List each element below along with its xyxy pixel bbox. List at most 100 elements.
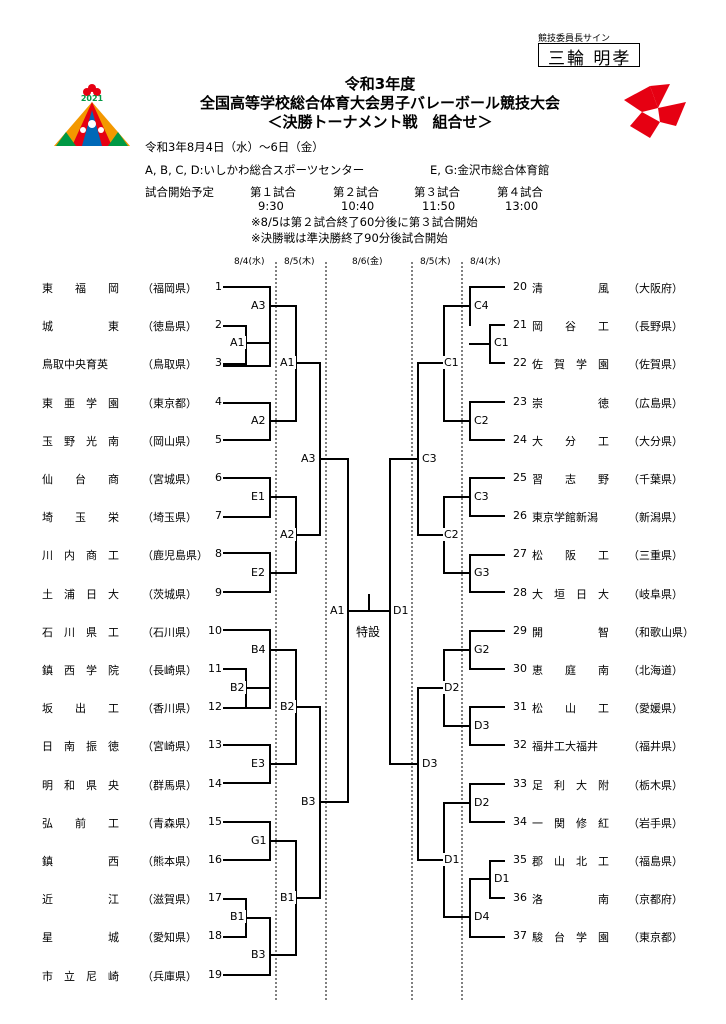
- team-pref: （大阪府）: [628, 282, 683, 295]
- match-code: C2: [443, 528, 460, 541]
- team-name: 日 南 振 徳: [42, 740, 119, 754]
- team-pref: （宮城県）: [142, 473, 197, 486]
- team-number: 5: [215, 432, 222, 446]
- team-number: 7: [215, 509, 222, 523]
- team-pref: （栃木県）: [628, 778, 683, 792]
- team-pref: （岩手県）: [628, 816, 683, 830]
- team-number: 20: [513, 280, 527, 293]
- match-code: B4: [250, 643, 267, 656]
- team-pref: （茨城県）: [142, 587, 197, 601]
- match-code: B1: [229, 910, 246, 923]
- info-venue2: E, G:金沢市総合体育館: [430, 163, 550, 177]
- match-code: A1: [329, 604, 346, 617]
- team-number: 35: [513, 853, 527, 866]
- team-pref: （青森県）: [142, 816, 197, 830]
- team-name: 大 垣 日 大: [532, 587, 609, 601]
- team-pref: （愛媛県）: [628, 702, 683, 716]
- team-number: 9: [215, 585, 222, 599]
- team-name: 恵 庭 南: [532, 664, 609, 677]
- match1-label: 第１試合: [250, 185, 296, 199]
- signature-name: 三輪 明孝: [548, 49, 632, 69]
- match-code: A3: [250, 299, 267, 312]
- team-number: 16: [208, 853, 222, 866]
- team-name: 松 阪 工: [532, 549, 609, 563]
- date-col-4: 8/5(木): [420, 257, 451, 267]
- team-pref: （愛知県）: [142, 931, 197, 945]
- header-title: 全国高等学校総合体育大会男子バレーボール競技大会: [199, 94, 560, 112]
- tournament-logo: 2021: [54, 84, 130, 146]
- match-code: B3: [300, 795, 317, 808]
- team-name: 清 風: [532, 282, 609, 295]
- match-code: C3: [473, 490, 490, 503]
- team-number: 15: [208, 814, 222, 828]
- team-number: 4: [215, 394, 222, 408]
- team-name: 東 福 岡: [42, 282, 119, 295]
- match-code: D1: [443, 853, 461, 866]
- team-pref: （鹿児島県）: [142, 549, 208, 563]
- team-name: 玉 野 光 南: [42, 434, 119, 448]
- match-code: A1: [229, 336, 246, 349]
- match-code: D3: [473, 719, 491, 732]
- match2-label: 第２試合: [333, 185, 379, 199]
- match4-time: 13:00: [505, 199, 539, 213]
- team-pref: （東京都）: [142, 396, 197, 410]
- federation-logo: [624, 84, 686, 138]
- team-pref: （千葉県）: [628, 473, 683, 486]
- team-name: 鎮 西: [42, 855, 119, 868]
- note-2: ※決勝戦は準決勝終了90分後試合開始: [251, 231, 448, 245]
- match-code: E1: [250, 490, 266, 503]
- match-code: C1: [493, 336, 510, 349]
- team-number: 36: [513, 891, 527, 905]
- team-number: 37: [513, 929, 527, 943]
- team-pref: （兵庫県）: [142, 969, 197, 983]
- team-pref: （長崎県）: [142, 664, 197, 677]
- team-number: 3: [215, 356, 222, 370]
- team-pref: （熊本県）: [142, 855, 197, 868]
- team-number: 10: [208, 623, 222, 637]
- team-pref: （三重県）: [628, 549, 683, 563]
- team-number: 23: [513, 394, 527, 408]
- team-pref: （広島県）: [628, 396, 683, 410]
- info-period: 令和3年8月4日（水）～6日（金）: [145, 140, 324, 154]
- match-code: G3: [473, 566, 491, 579]
- team-name: 洛 南: [532, 893, 609, 907]
- team-pref: （宮崎県）: [142, 740, 197, 754]
- team-number: 25: [513, 471, 527, 484]
- match-code: C1: [443, 356, 460, 369]
- match-code: A3: [300, 452, 317, 465]
- match-code: E3: [250, 757, 266, 770]
- logo-year: 2021: [81, 94, 104, 103]
- team-name: 東 亜 学 園: [42, 396, 119, 410]
- team-name: 東京学館新潟: [532, 511, 598, 525]
- team-name: 星 城: [42, 931, 119, 945]
- team-pref: （福岡県）: [142, 282, 197, 295]
- team-name: 鎮 西 学 院: [42, 664, 119, 677]
- match-code: D3: [421, 757, 439, 770]
- match-code: C3: [421, 452, 438, 465]
- match3-label: 第３試合: [414, 185, 460, 199]
- match-code: D1: [493, 872, 511, 885]
- final-venue: 特設: [355, 623, 382, 640]
- match-code: C4: [473, 299, 490, 312]
- team-number: 12: [208, 700, 222, 714]
- date-col-1: 8/4(水): [234, 257, 265, 267]
- signature-box: [538, 43, 640, 67]
- team-name: 大 分 工: [532, 434, 609, 448]
- team-number: 28: [513, 585, 527, 599]
- team-name: 岡 谷 工: [532, 320, 609, 334]
- team-pref: （和歌山県）: [628, 625, 694, 639]
- match1-time: 9:30: [258, 199, 284, 213]
- team-pref: （長野県）: [628, 320, 683, 334]
- team-number: 33: [513, 776, 527, 790]
- schedule-label: 試合開始予定: [145, 185, 214, 199]
- team-name: 崇 徳: [532, 396, 609, 410]
- team-number: 8: [215, 547, 222, 561]
- team-name: 松 山 工: [532, 702, 609, 716]
- team-pref: （埼玉県）: [142, 511, 197, 525]
- team-number: 13: [208, 738, 222, 752]
- team-name: 足 利 大 附: [532, 778, 609, 792]
- match-code: B2: [229, 681, 246, 694]
- match-code: D1: [392, 604, 410, 617]
- team-name: 仙 台 商: [42, 473, 119, 486]
